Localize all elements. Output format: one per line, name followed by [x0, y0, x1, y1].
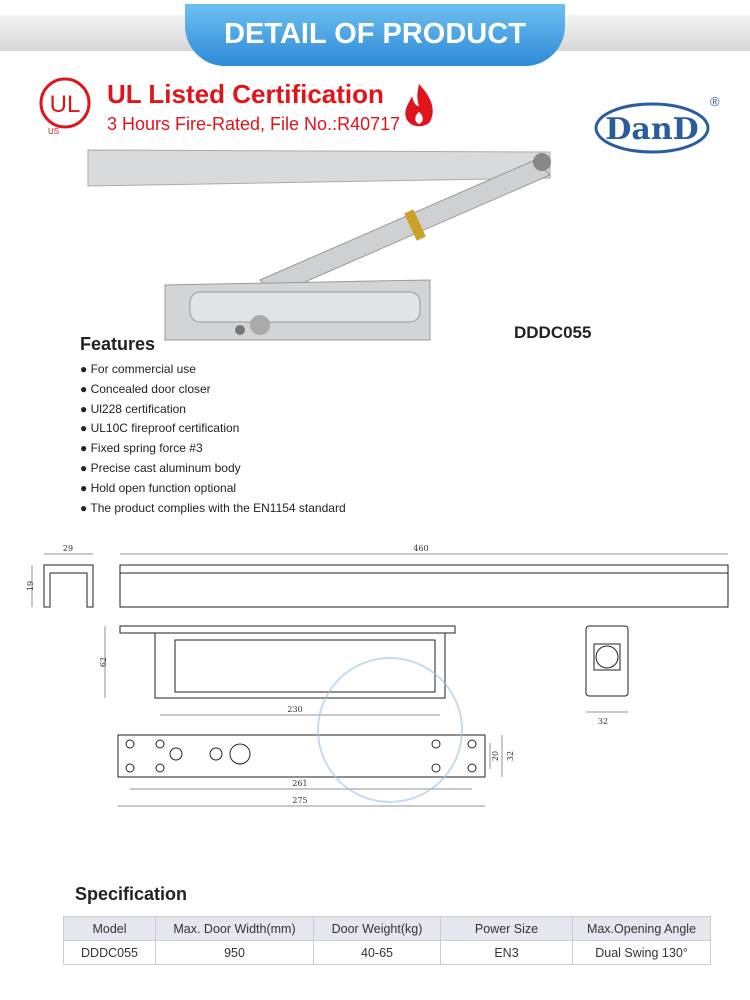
- header-model: Model: [63, 916, 156, 941]
- certification-title: UL Listed Certification: [107, 79, 384, 109]
- dim-side-width: 32: [598, 717, 608, 726]
- feature-item: ● Ul228 certification: [80, 401, 186, 416]
- features-title: Features: [80, 334, 156, 354]
- dand-logo: DanD ®: [594, 94, 720, 154]
- feature-item: ● For commercial use: [80, 362, 196, 376]
- header-opening-angle: Max.Opening Angle: [572, 916, 711, 941]
- specification-title: Specification: [75, 884, 188, 904]
- feature-item: ● UL10C fireproof certification: [80, 421, 240, 436]
- cell-door-weight: 40-65: [313, 940, 441, 965]
- technical-drawing: 29 19 460 62 230 32 20 32 261 275: [26, 544, 729, 807]
- feature-item: ● Concealed door closer: [80, 381, 211, 396]
- feature-item: ● The product complies with the EN1154 s…: [80, 500, 346, 515]
- header-door-width: Max. Door Width(mm): [155, 916, 314, 941]
- cell-model: DDDC055: [63, 940, 156, 965]
- fire-icon: [405, 84, 433, 127]
- cell-power-size: EN3: [440, 940, 573, 965]
- svg-text:UL: UL: [50, 91, 81, 118]
- features-list: ● For commercial use ● Concealed door cl…: [80, 360, 346, 518]
- cell-door-width: 950: [155, 940, 314, 965]
- feature-item: ● Fixed spring force #3: [80, 441, 203, 456]
- certification-subtitle: 3 Hours Fire-Rated, File No.:R40717: [107, 114, 401, 134]
- feature-item: ● Hold open function optional: [80, 480, 237, 495]
- dim-total-length: 275: [292, 796, 307, 805]
- ul-logo: UL US: [39, 77, 91, 136]
- banner-title: DETAIL OF PRODUCT: [185, 4, 565, 66]
- product-model: DDDC055: [514, 323, 592, 342]
- table-header-row: Model Max. Door Width(mm) Door Weight(kg…: [63, 916, 711, 941]
- dim-bottom-outer: 32: [506, 751, 515, 761]
- dim-profile-width: 29: [63, 544, 73, 553]
- dim-bottom-inner: 20: [491, 751, 500, 761]
- header-door-weight: Door Weight(kg): [313, 916, 441, 941]
- dim-profile-height: 19: [26, 581, 35, 591]
- header-power-size: Power Size: [440, 916, 573, 941]
- cell-opening-angle: Dual Swing 130°: [572, 940, 711, 965]
- dim-body-height: 62: [99, 657, 108, 667]
- dim-hole-spacing: 261: [292, 779, 307, 788]
- dim-arm-length: 460: [413, 544, 428, 553]
- specification-table: Model Max. Door Width(mm) Door Weight(kg…: [63, 916, 711, 965]
- dim-body-length: 230: [287, 705, 302, 714]
- feature-item: ● Precise cast aluminum body: [80, 460, 241, 475]
- product-image: [87, 149, 551, 341]
- svg-text:®: ®: [710, 94, 720, 109]
- table-row: DDDC055 950 40-65 EN3 Dual Swing 130°: [63, 940, 711, 965]
- svg-text:US: US: [48, 127, 59, 136]
- watermark-seal: [317, 657, 463, 803]
- svg-text:DanD: DanD: [605, 112, 698, 147]
